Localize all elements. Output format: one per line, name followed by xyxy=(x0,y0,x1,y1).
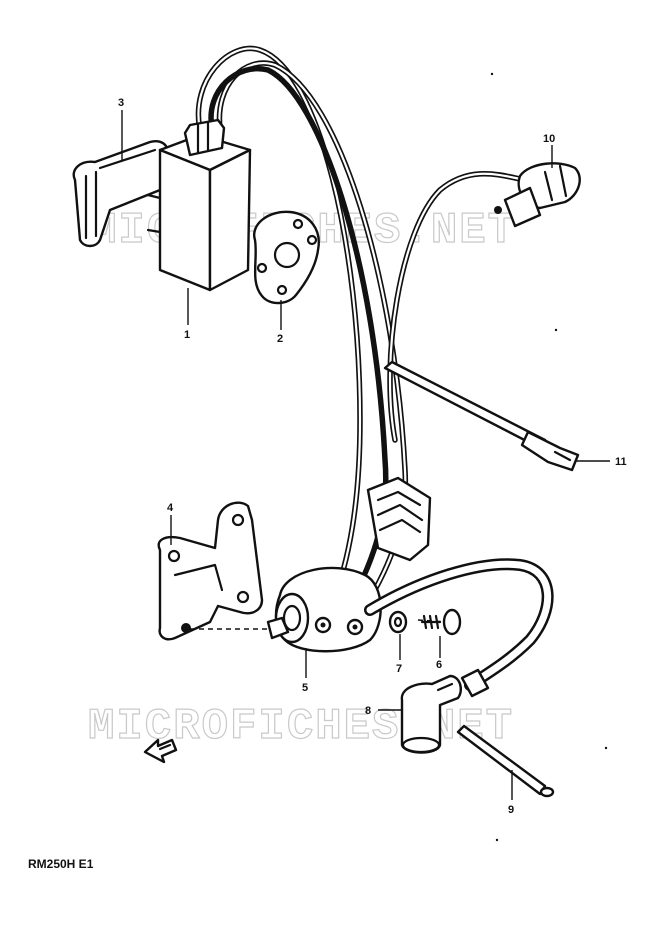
front-arrow-icon xyxy=(143,738,178,764)
part-10-switch xyxy=(387,162,581,443)
part-6-screw xyxy=(420,608,462,636)
model-code: RM250H E1 xyxy=(28,857,94,871)
ht-cable xyxy=(364,558,554,698)
callout-10: 10 xyxy=(543,133,555,145)
callout-9: 9 xyxy=(508,804,514,816)
callout-4: 4 xyxy=(167,502,174,514)
callout-5: 5 xyxy=(302,682,308,694)
callout-11: 11 xyxy=(615,456,627,468)
callout-6: 6 xyxy=(436,659,442,671)
part-7-washer xyxy=(388,610,408,634)
callout-1: 1 xyxy=(184,329,190,341)
callout-8: 8 xyxy=(365,705,371,717)
part-4-bracket xyxy=(157,501,264,641)
part-11-clamp-band xyxy=(383,360,580,472)
callout-7: 7 xyxy=(396,663,402,675)
main-wire-harness xyxy=(195,45,432,618)
callout-3: 3 xyxy=(118,97,124,109)
part-1-cdi-unit xyxy=(146,118,252,292)
callout-2: 2 xyxy=(277,333,283,345)
part-8-plug-cap xyxy=(400,674,462,754)
part-2-gasket xyxy=(252,210,320,305)
part-5-ignition-coil xyxy=(266,566,382,653)
